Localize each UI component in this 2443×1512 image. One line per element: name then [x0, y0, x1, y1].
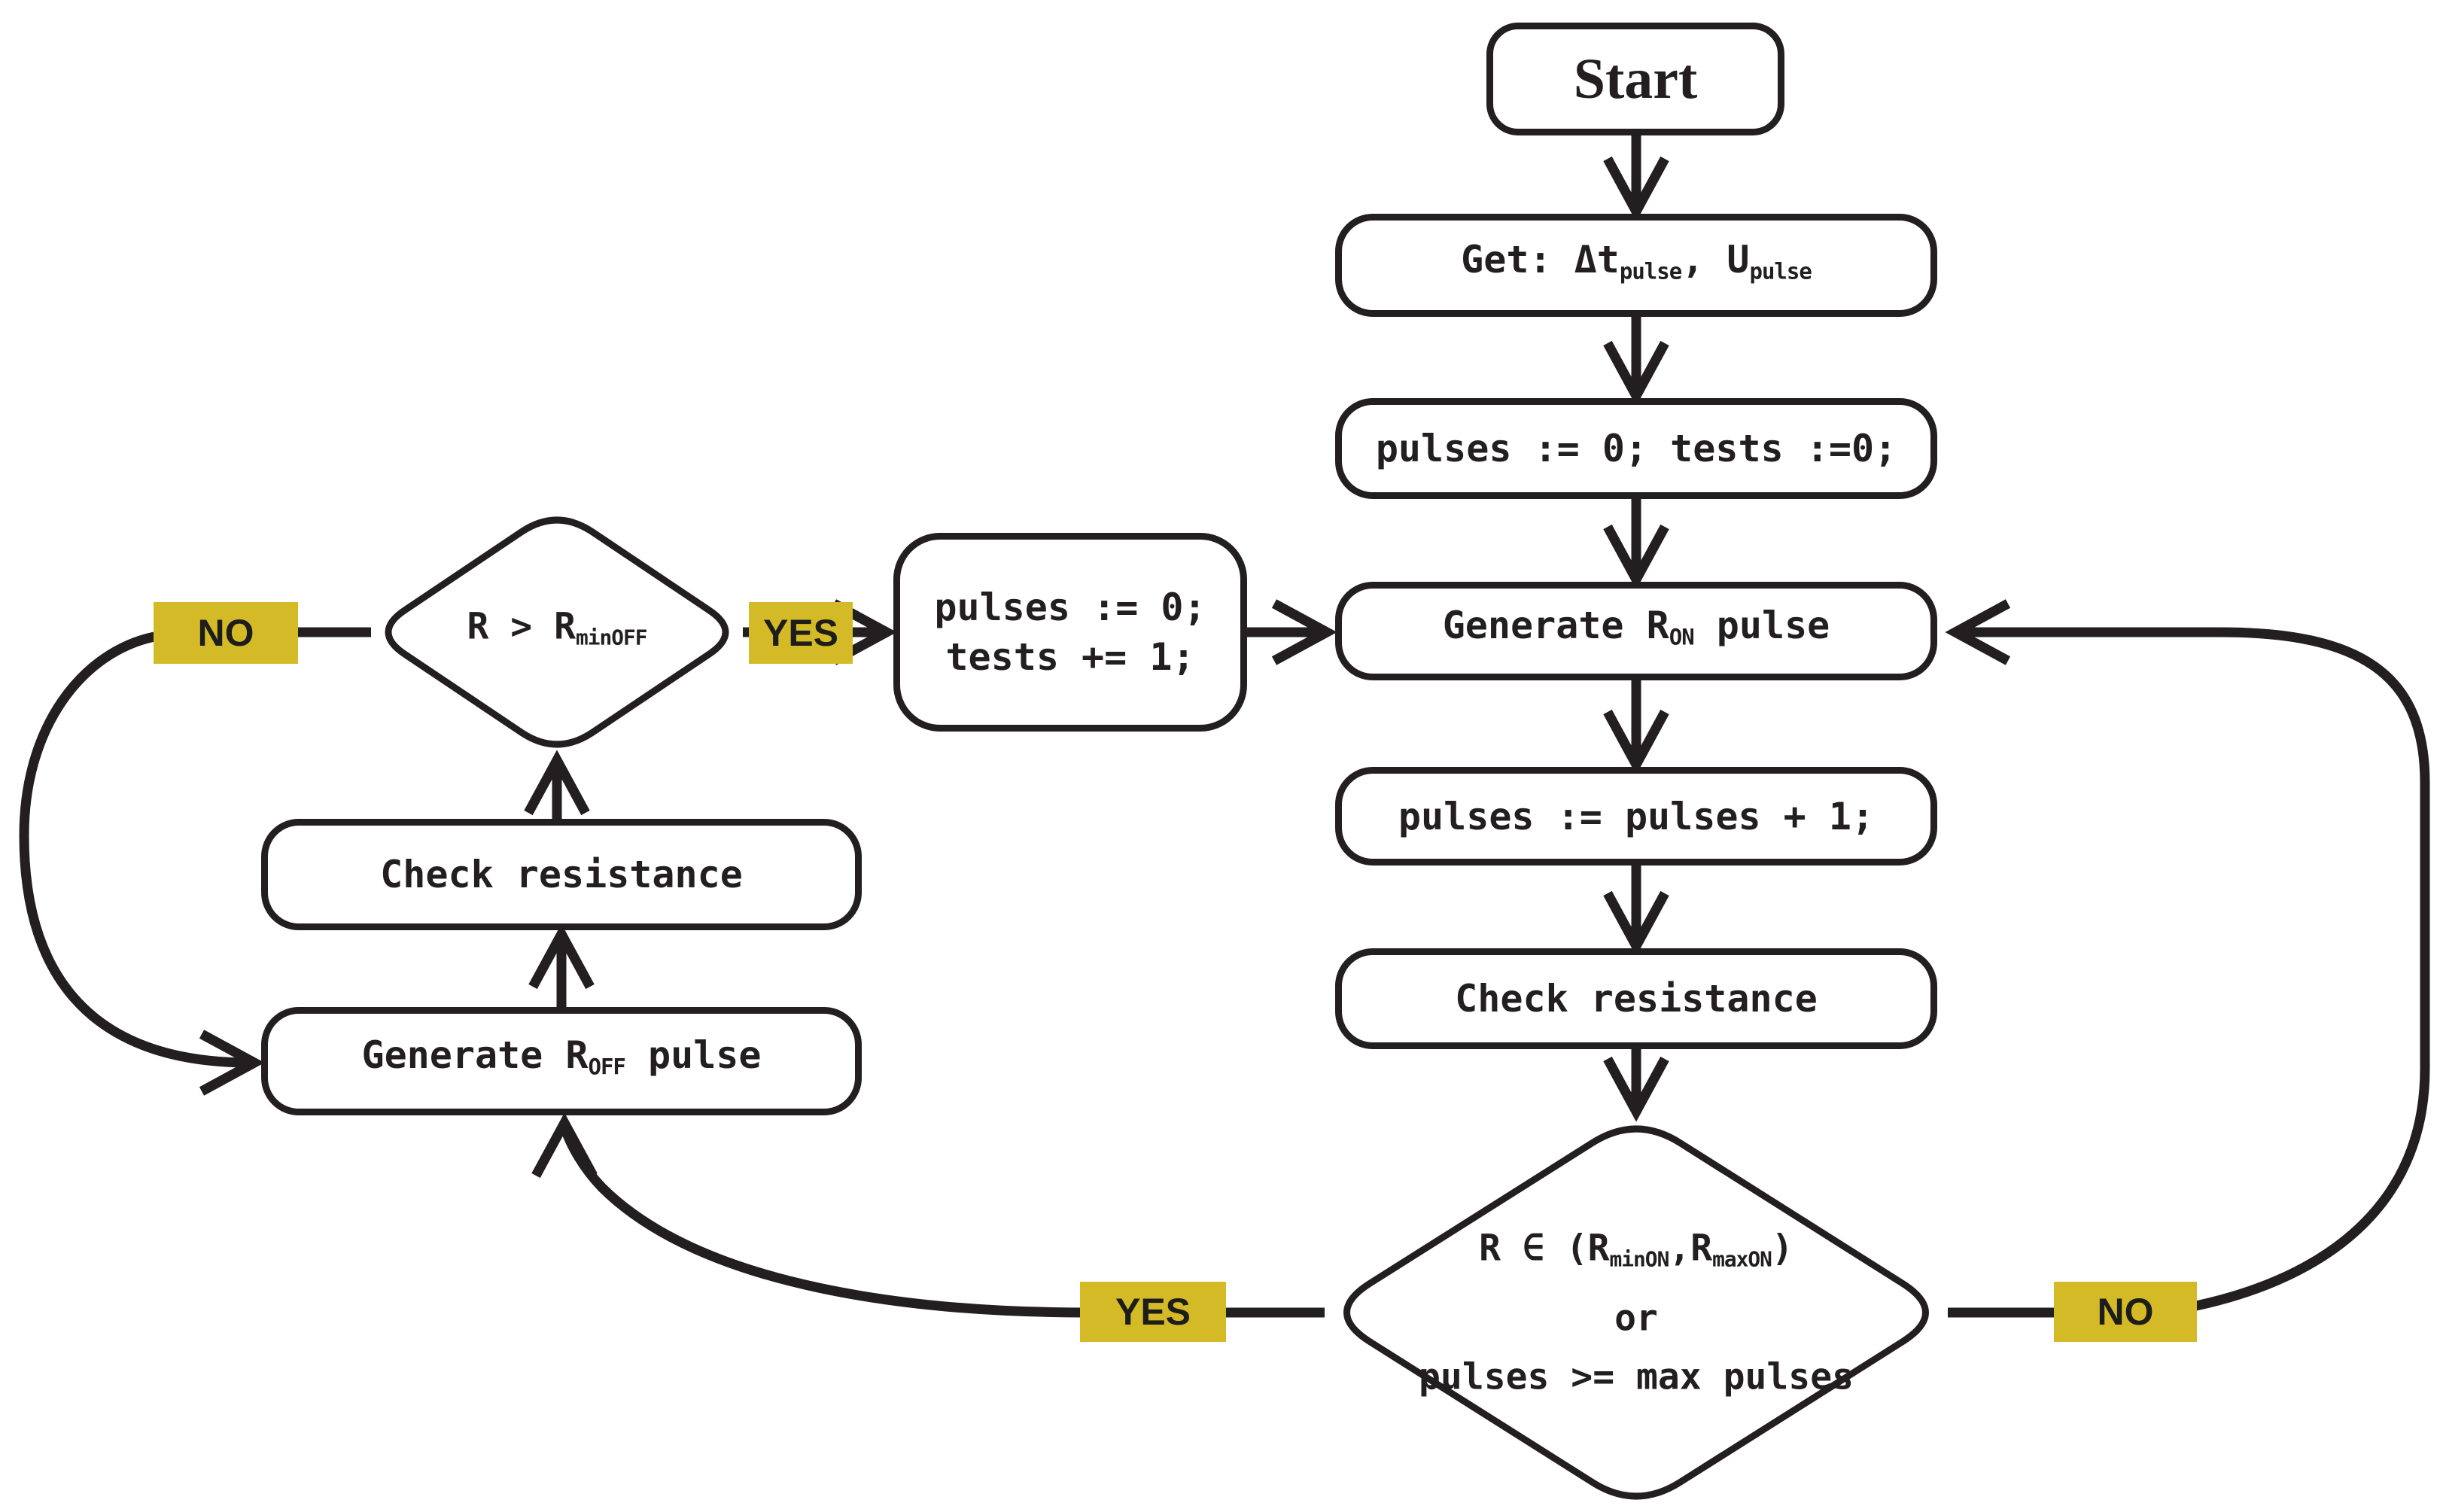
- arrowhead-down-icon: [1603, 340, 1669, 406]
- arrowhead-down-icon: [1603, 890, 1669, 957]
- arrowhead-right-icon: [199, 1030, 265, 1096]
- node-check-resistance-left-label: Check resistance: [380, 853, 743, 896]
- node-start: Start: [1486, 23, 1784, 135]
- label-no-on: NO: [2054, 1282, 2197, 1342]
- arrowhead-up-icon: [524, 750, 590, 816]
- node-generate-off-pulse: Generate ROFF pulse: [261, 1007, 862, 1115]
- node-get-params-label: Get: Δtpulse, Upulse: [1461, 237, 1812, 284]
- node-generate-on-pulse: Generate RON pulse: [1335, 582, 1937, 680]
- decision-on-condition-line2: or: [1614, 1297, 1658, 1340]
- arrowhead-up-icon: [531, 1112, 598, 1179]
- node-generate-off-pulse-label: Generate ROFF pulse: [361, 1033, 762, 1080]
- node-increment-pulses-label: pulses := pulses + 1;: [1398, 794, 1875, 838]
- decision-on-condition: R ∈ (RminON,RmaxON) or pulses >= max pul…: [1419, 1218, 1854, 1406]
- arrowhead-down-icon: [1603, 1056, 1669, 1122]
- decision-off-condition: R > RminOFF: [467, 597, 647, 667]
- decision-off-diamond: [385, 516, 729, 748]
- node-check-resistance-right: Check resistance: [1335, 948, 1937, 1049]
- arrowhead-up-icon: [528, 923, 595, 990]
- label-yes-on: YES: [1080, 1282, 1226, 1342]
- decision-off-condition-text: R > RminOFF: [467, 605, 647, 650]
- arrowhead-right-icon: [1271, 599, 1337, 665]
- edge-decision-on-no-to-generate-on: [1948, 627, 2430, 1318]
- arrowhead-down-icon: [1603, 709, 1669, 775]
- label-no-off-text: NO: [197, 612, 254, 654]
- label-no-off: NO: [154, 602, 298, 664]
- node-check-resistance-left: Check resistance: [261, 819, 862, 930]
- node-increment-pulses: pulses := pulses + 1;: [1335, 767, 1937, 866]
- node-init-counters: pulses := 0; tests :=0;: [1335, 398, 1937, 499]
- arrowhead-down-icon: [1603, 524, 1669, 590]
- node-reset-tests-line1: pulses := 0;: [934, 586, 1206, 629]
- label-yes-off-text: YES: [762, 612, 839, 654]
- node-generate-on-pulse-label: Generate RON pulse: [1442, 603, 1830, 650]
- decision-on-condition-line3: pulses >= max pulses: [1419, 1355, 1854, 1398]
- label-yes-on-text: YES: [1115, 1291, 1191, 1333]
- arrowhead-left-icon: [1945, 599, 2011, 665]
- label-no-on-text: NO: [2097, 1291, 2154, 1333]
- label-yes-off: YES: [749, 602, 853, 664]
- node-init-counters-label: pulses := 0; tests :=0;: [1375, 427, 1897, 470]
- arrowhead-down-icon: [1603, 156, 1669, 222]
- decision-on-diamond: [1343, 1125, 1929, 1500]
- node-get-params: Get: Δtpulse, Upulse: [1335, 214, 1937, 317]
- node-reset-tests-line2: tests += 1;: [945, 635, 1195, 679]
- node-reset-tests: pulses := 0; tests += 1;: [893, 533, 1247, 732]
- node-check-resistance-right-label: Check resistance: [1455, 977, 1818, 1021]
- decision-on-condition-line1: R ∈ (RminON,RmaxON): [1479, 1227, 1793, 1272]
- node-start-label: Start: [1573, 47, 1698, 111]
